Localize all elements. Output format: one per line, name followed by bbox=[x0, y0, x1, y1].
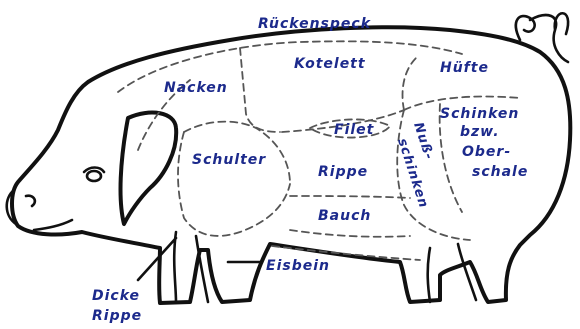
label-schinken-4: schale bbox=[472, 164, 528, 180]
label-rippe: Rippe bbox=[318, 164, 368, 180]
label-kotelett: Kotelett bbox=[294, 56, 366, 72]
label-dicke-rippe-1: Dicke bbox=[92, 288, 140, 304]
label-huefte: Hüfte bbox=[440, 60, 489, 76]
label-nacken: Nacken bbox=[164, 80, 228, 96]
label-schinken-2: bzw. bbox=[460, 124, 500, 140]
label-dicke-rippe-2: Rippe bbox=[92, 308, 142, 324]
front-leg-line bbox=[174, 232, 176, 302]
label-rueckenspeck: Rückenspeck bbox=[258, 16, 372, 32]
label-bauch: Bauch bbox=[318, 208, 371, 224]
label-schinken-3: Ober- bbox=[462, 144, 511, 160]
label-eisbein: Eisbein bbox=[266, 258, 330, 274]
label-schinken-1: Schinken bbox=[440, 106, 519, 122]
label-schulter: Schulter bbox=[192, 152, 266, 168]
label-filet: Filet bbox=[334, 122, 375, 138]
